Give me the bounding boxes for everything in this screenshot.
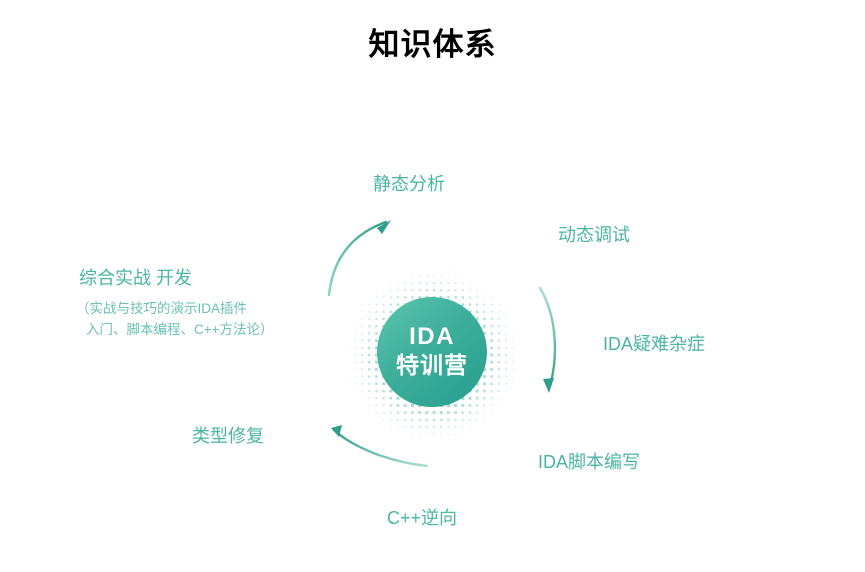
node-label-cpp-reversing[interactable]: C++逆向 xyxy=(387,508,458,528)
arrow-bottom-left-head xyxy=(331,425,342,437)
flow-arrows xyxy=(327,220,557,468)
node-label-ida-troubleshoot[interactable]: IDA疑难杂症 xyxy=(603,334,706,354)
center-medallion: IDA 特训营 xyxy=(377,297,487,407)
comprehensive-detail-line1: （实战与技巧的演示IDA插件 xyxy=(76,301,248,316)
arrow-top-left-path xyxy=(327,220,388,297)
node-label-type-repair[interactable]: 类型修复 xyxy=(192,426,264,446)
node-label-static-analysis[interactable]: 静态分析 xyxy=(373,174,445,194)
center-title-cn: 特训营 xyxy=(396,352,468,379)
page-title: 知识体系 xyxy=(368,27,497,62)
center-title-en: IDA xyxy=(409,323,455,350)
node-label-dynamic-debug[interactable]: 动态调试 xyxy=(558,225,630,245)
arrow-bottom-left-path xyxy=(332,428,429,468)
arrow-right-head xyxy=(543,378,554,393)
node-label-comprehensive[interactable]: 综合实战 开发 xyxy=(79,268,193,288)
comprehensive-detail-line2: 入门、脚本编程、C++方法论） xyxy=(86,322,274,337)
arrow-right-path xyxy=(538,286,557,391)
arrow-top-left-head xyxy=(377,220,391,234)
node-label-ida-scripting[interactable]: IDA脚本编写 xyxy=(538,452,641,472)
